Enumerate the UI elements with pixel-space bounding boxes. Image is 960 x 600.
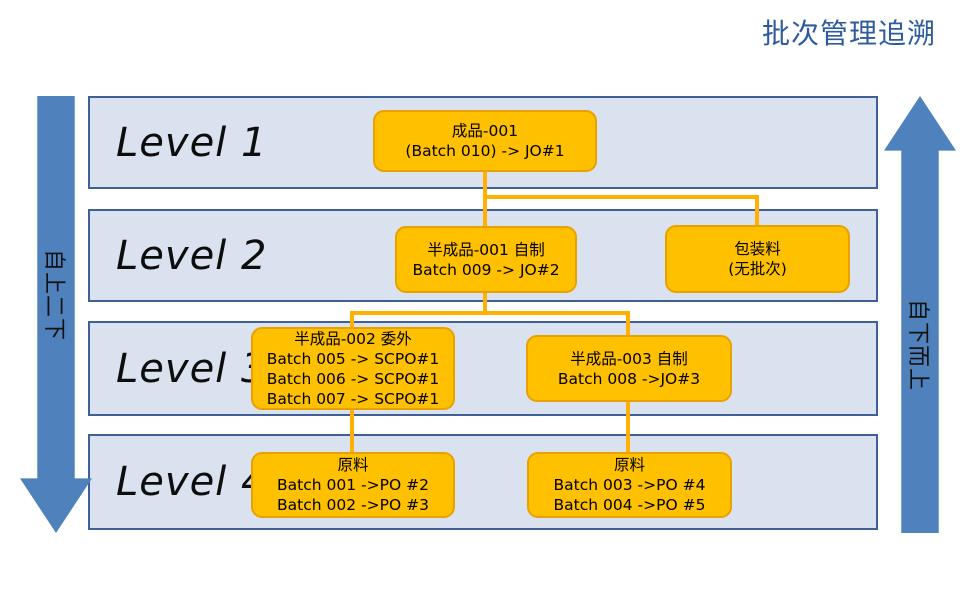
node-line: 原料 xyxy=(337,456,369,474)
level-band-3: Level 3 xyxy=(88,321,878,416)
node-line: Batch 008 ->JO#3 xyxy=(557,369,701,388)
up-arrow-label: 自下而上 xyxy=(905,298,930,392)
up-arrow-icon: 自下而上 xyxy=(884,96,956,533)
level-2-label: Level 2 xyxy=(116,232,268,279)
level-1-label: Level 1 xyxy=(116,119,268,166)
page-title: 批次管理追溯 xyxy=(761,17,936,50)
node-line: 原料 xyxy=(613,456,645,474)
down-arrow-label: 自上二下 xyxy=(41,248,66,342)
node-semi-001: 半成品-001 自制 Batch 009 -> JO#2 xyxy=(395,226,577,293)
level-band-4: Level 4 xyxy=(88,434,878,530)
node-line: Batch 006 -> SCPO#1 xyxy=(266,369,440,388)
connector-semi001-semi002 xyxy=(350,311,354,329)
node-line: Batch 007 -> SCPO#1 xyxy=(266,389,440,408)
connector-level2-branch xyxy=(350,311,630,315)
node-line: 成品-001 xyxy=(451,122,519,140)
node-line: 包装料 xyxy=(734,240,781,258)
connector-level1-branch xyxy=(483,195,759,199)
connector-semi001-stem xyxy=(483,291,487,315)
node-raw-material-left: 原料 Batch 001 ->PO #2 Batch 002 ->PO #3 xyxy=(251,452,455,518)
node-line: 半成品-001 自制 xyxy=(427,240,545,259)
node-line: 半成品-003 自制 xyxy=(570,349,688,368)
node-line: Batch 009 -> JO#2 xyxy=(412,260,560,279)
node-line: Batch 005 -> SCPO#1 xyxy=(266,349,440,368)
connector-semi002-rawleft xyxy=(350,408,354,454)
level-3-label: Level 3 xyxy=(116,345,268,392)
level-4-label: Level 4 xyxy=(116,459,268,505)
node-line: Batch 003 ->PO #4 xyxy=(553,476,706,494)
node-finished-good: 成品-001 (Batch 010) -> JO#1 xyxy=(373,110,597,172)
node-raw-material-right: 原料 Batch 003 ->PO #4 Batch 004 ->PO #5 xyxy=(527,452,732,518)
connector-finished-semi001 xyxy=(483,170,487,228)
node-line: (无批次) xyxy=(728,260,787,278)
connector-finished-packaging xyxy=(755,195,759,227)
connector-semi003-rawright xyxy=(626,400,630,454)
node-semi-003: 半成品-003 自制 Batch 008 ->JO#3 xyxy=(526,335,732,402)
node-packaging-material: 包装料 (无批次) xyxy=(665,225,850,293)
node-line: 半成品-002 委外 xyxy=(294,329,412,348)
connector-semi001-semi003 xyxy=(626,311,630,337)
node-line: Batch 002 ->PO #3 xyxy=(277,496,429,514)
node-line: Batch 001 ->PO #2 xyxy=(277,476,429,494)
down-arrow-icon: 自上二下 xyxy=(20,96,92,533)
node-line: (Batch 010) -> JO#1 xyxy=(405,142,565,160)
node-semi-002: 半成品-002 委外 Batch 005 -> SCPO#1 Batch 006… xyxy=(251,327,455,410)
node-line: Batch 004 ->PO #5 xyxy=(553,496,706,514)
